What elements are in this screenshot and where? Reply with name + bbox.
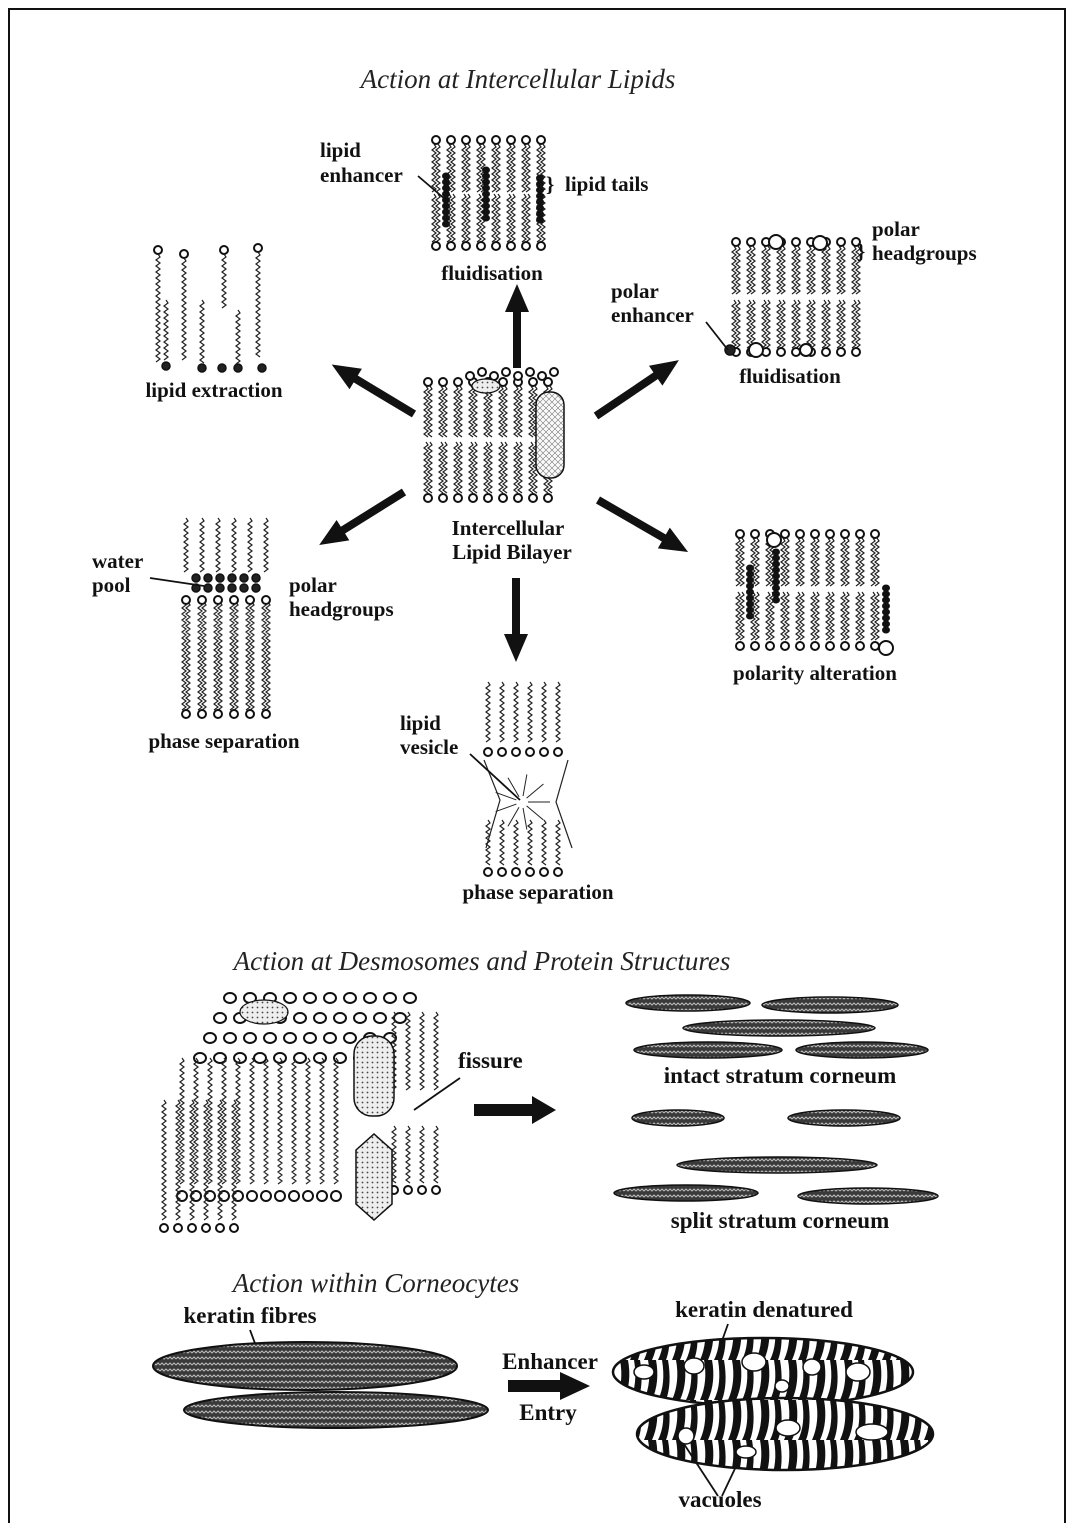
center-lipid-bilayer [424, 368, 564, 502]
lipid-vesicle-label-2: vesicle [400, 735, 458, 759]
water-pool-phase-separation-diagram [182, 518, 270, 718]
bottom-left-phase-separation-caption: phase separation [148, 729, 299, 753]
top-right-polar-headgroups-2: headgroups [872, 241, 977, 265]
polarity-alteration-diagram [736, 530, 893, 655]
top-fluidisation-caption: fluidisation [441, 261, 543, 285]
top-lipid-enhancer-label-2: enhancer [320, 163, 403, 187]
top-right-fluidisation-caption: fluidisation [739, 364, 841, 388]
fissure-label: fissure [458, 1048, 523, 1073]
vacuoles-label: vacuoles [678, 1487, 761, 1512]
enhancer-entry-arrow [508, 1372, 590, 1400]
split-stratum-corneum [614, 1110, 938, 1204]
top-tails-brace: } [546, 172, 554, 196]
enhancer-entry-label-1: Enhancer [502, 1349, 598, 1374]
arrow-upper-right [589, 350, 685, 426]
intact-stratum-corneum [626, 995, 928, 1058]
lipid-extraction-diagram [154, 244, 266, 372]
lipid-extraction-caption: lipid extraction [145, 378, 282, 402]
lipid-vesicle-label-1: lipid [400, 711, 441, 735]
arrow-down [504, 578, 528, 662]
corneocytes-section-title: Action within Corneocytes [231, 1268, 519, 1298]
top-right-polar-enhancer-1: polar [611, 279, 659, 303]
bottom-phase-separation-caption: phase separation [462, 880, 613, 904]
corneocyte-upper [153, 1342, 457, 1390]
intact-corneocytes [153, 1342, 488, 1428]
top-right-enhancer-leader [706, 322, 728, 350]
arrow-lower-left [313, 482, 411, 555]
top-fluidisation-bilayer [432, 136, 545, 250]
center-label-1: Intercellular [452, 516, 565, 540]
arrow-lower-right [592, 490, 694, 563]
top-right-polar-enhancer-2: enhancer [611, 303, 694, 327]
water-pool-label-1: water [92, 549, 143, 573]
lipids-section-title: Action at Intercellular Lipids [359, 64, 676, 94]
center-label-2: Lipid Bilayer [452, 540, 572, 564]
split-stratum-corneum-label: split stratum corneum [671, 1208, 889, 1233]
keratin-fibres-label: keratin fibres [183, 1303, 316, 1328]
top-right-polar-headgroups-1: polar [872, 217, 920, 241]
top-right-fluidisation-bilayer [725, 235, 860, 357]
desmosome-lipid-block [160, 993, 440, 1232]
corneocyte-lower [184, 1392, 488, 1428]
arrow-upper-left [326, 354, 421, 424]
vesicle-leader [470, 754, 520, 800]
arrow-up [505, 284, 529, 368]
intact-stratum-corneum-label: intact stratum corneum [664, 1063, 897, 1088]
bottom-left-polar-headgroups-1: polar [289, 573, 337, 597]
enhancer-entry-label-2: Entry [519, 1400, 577, 1425]
top-lipid-tails-label: lipid tails [565, 172, 648, 196]
top-right-brace: } [857, 239, 865, 263]
keratin-denatured-label: keratin denatured [675, 1297, 853, 1322]
desmosomes-section-title: Action at Desmosomes and Protein Structu… [232, 946, 731, 976]
denatured-corneocytes [613, 1338, 933, 1470]
bottom-left-polar-headgroups-2: headgroups [289, 597, 394, 621]
polarity-alteration-caption: polarity alteration [733, 661, 897, 685]
desmosome-arrow [474, 1096, 556, 1124]
water-pool-label-2: pool [92, 573, 131, 597]
top-lipid-enhancer-label-1: lipid [320, 138, 361, 162]
